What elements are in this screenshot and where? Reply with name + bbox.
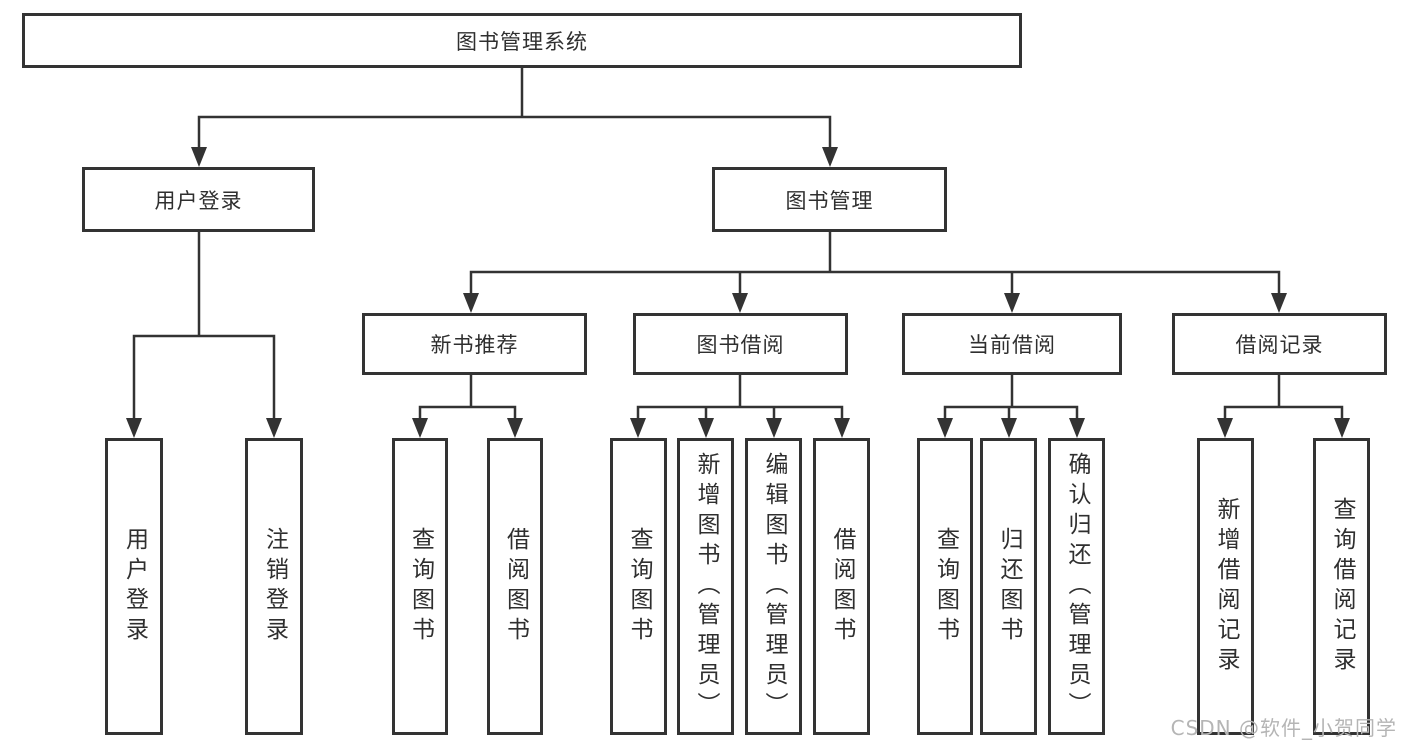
leaf-records-add-record-label: 新增借阅记录: [1213, 496, 1239, 677]
leaf-newbooks-borrow-books: 借阅图书: [487, 438, 543, 735]
node-borrow-records-label: 借阅记录: [1235, 333, 1324, 357]
node-user-login-label: 用户登录: [154, 188, 243, 213]
node-book-borrowing: 图书借阅: [633, 313, 848, 375]
watermark: CSDN @软件_小贺同学: [1170, 716, 1397, 740]
node-current-borrowing-label: 当前借阅: [968, 333, 1056, 357]
leaf-current-return-books: 归还图书: [980, 438, 1037, 735]
leaf-borrowing-add-book-admin-label: 新增图书（管理员）: [693, 451, 719, 722]
leaf-borrowing-borrow-books-label: 借阅图书: [829, 526, 855, 647]
node-new-book-recommend-label: 新书推荐: [430, 333, 519, 357]
node-root: 图书管理系统: [22, 13, 1022, 68]
node-borrow-records: 借阅记录: [1172, 313, 1387, 375]
leaf-borrowing-edit-book-admin: 编辑图书（管理员）: [745, 438, 802, 735]
leaf-current-query-books: 查询图书: [917, 438, 973, 735]
leaf-user-login: 用户登录: [105, 438, 163, 735]
leaf-logout: 注销登录: [245, 438, 303, 735]
leaf-records-query-record-label: 查询借阅记录: [1329, 496, 1355, 677]
node-book-management-label: 图书管理: [785, 188, 874, 213]
leaf-current-query-books-label: 查询图书: [932, 526, 959, 647]
node-book-borrowing-label: 图书借阅: [696, 333, 785, 357]
leaf-logout-label: 注销登录: [261, 526, 288, 647]
leaf-borrowing-add-book-admin: 新增图书（管理员）: [677, 438, 734, 735]
leaf-newbooks-query-books-label: 查询图书: [407, 526, 434, 647]
node-user-login: 用户登录: [82, 167, 315, 232]
node-root-label: 图书管理系统: [456, 29, 588, 54]
leaf-borrowing-borrow-books: 借阅图书: [813, 438, 870, 735]
leaf-newbooks-query-books: 查询图书: [392, 438, 448, 735]
leaf-current-return-books-label: 归还图书: [996, 526, 1022, 647]
leaf-newbooks-borrow-books-label: 借阅图书: [502, 526, 529, 647]
leaf-borrowing-query-books-label: 查询图书: [626, 526, 652, 647]
leaf-records-query-record: 查询借阅记录: [1313, 438, 1370, 735]
leaf-records-add-record: 新增借阅记录: [1197, 438, 1254, 735]
node-book-management: 图书管理: [712, 167, 947, 232]
node-new-book-recommend: 新书推荐: [362, 313, 587, 375]
leaf-current-confirm-return-admin-label: 确认归还（管理员）: [1064, 451, 1090, 722]
leaf-current-confirm-return-admin: 确认归还（管理员）: [1048, 438, 1105, 735]
leaf-borrowing-query-books: 查询图书: [610, 438, 667, 735]
leaf-borrowing-edit-book-admin-label: 编辑图书（管理员）: [761, 451, 787, 722]
leaf-user-login-label: 用户登录: [121, 526, 148, 647]
node-current-borrowing: 当前借阅: [902, 313, 1122, 375]
